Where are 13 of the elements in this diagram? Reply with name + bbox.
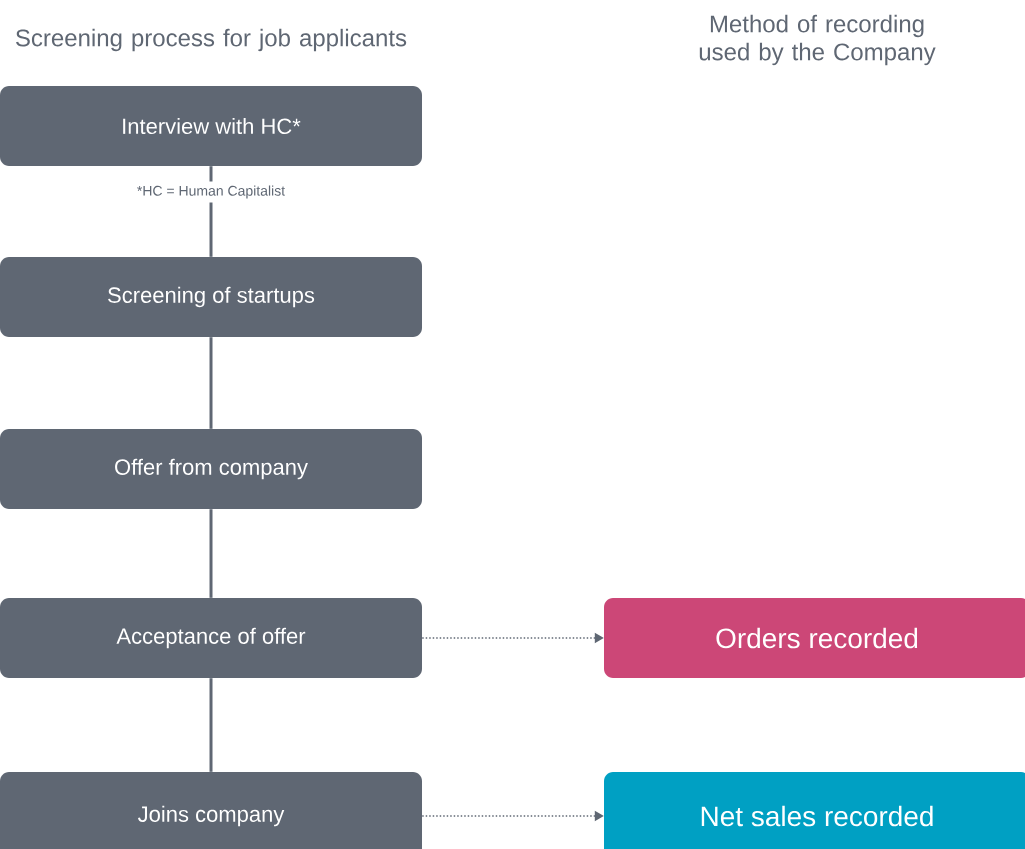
process-box: Joins company: [0, 772, 422, 849]
column-heading: Screening process for job applicants: [16, 28, 407, 52]
process-box: Acceptance of offer: [0, 598, 422, 678]
process-box: Interview with HC*: [0, 86, 422, 166]
process-box: Screening of startups: [0, 257, 422, 337]
process-box: Net sales recorded: [604, 772, 1025, 849]
column-heading: Method of recording used by the Company: [699, 14, 936, 66]
footnote: *HC = Human Capitalist: [132, 181, 290, 203]
connector: [209, 678, 213, 772]
process-box: Orders recorded: [604, 598, 1025, 678]
connector: [209, 509, 213, 598]
connector: [209, 337, 213, 429]
process-box: Offer from company: [0, 429, 422, 509]
